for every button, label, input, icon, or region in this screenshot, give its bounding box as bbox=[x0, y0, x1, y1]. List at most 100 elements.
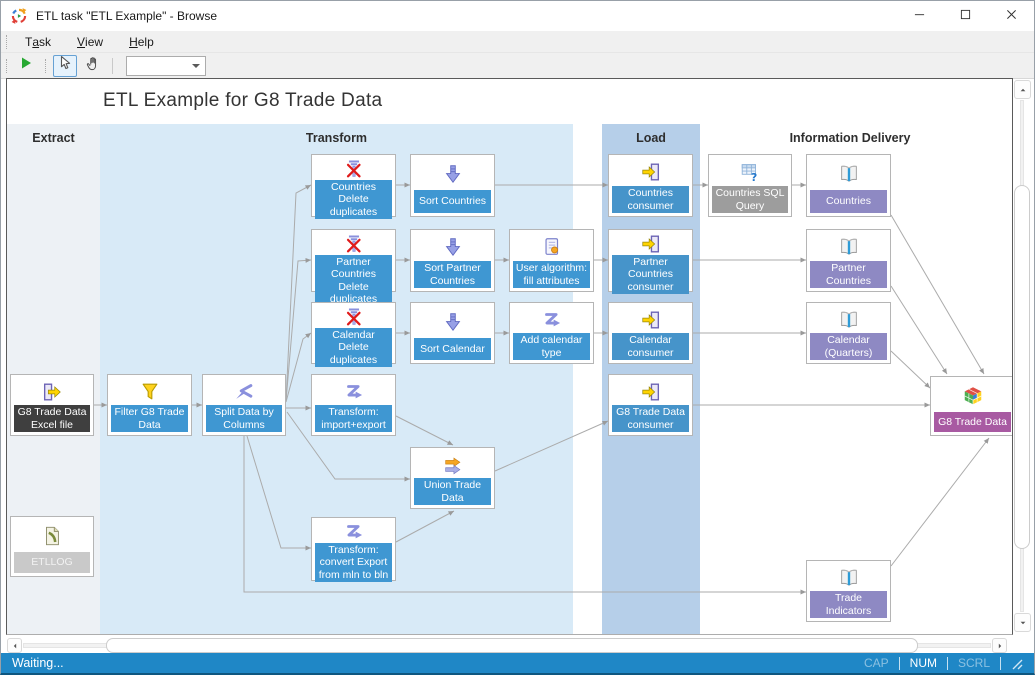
node-countries-consumer[interactable]: Countries consumer bbox=[608, 154, 693, 217]
node-g8-cube[interactable]: G8 Trade Data bbox=[930, 376, 1012, 436]
node-label: Sort Partner Countries bbox=[414, 261, 491, 288]
node-label: Calendar consumer bbox=[612, 333, 689, 360]
node-excel-file[interactable]: G8 Trade Data Excel file bbox=[10, 374, 94, 436]
door-in-icon bbox=[612, 233, 689, 255]
status-indicator-num: NUM bbox=[909, 656, 937, 670]
scroll-right-button[interactable] bbox=[992, 638, 1007, 653]
toolbar-gripper bbox=[6, 58, 7, 73]
node-label: G8 Trade Data consumer bbox=[612, 405, 689, 432]
node-user-algorithm[interactable]: User algorithm: fill attributes bbox=[509, 229, 594, 292]
node-calendar-dedup[interactable]: Calendar Delete duplicates bbox=[311, 302, 396, 368]
status-separator bbox=[946, 656, 948, 670]
node-sort-calendar[interactable]: Sort Calendar bbox=[410, 302, 495, 364]
node-add-calendar-type[interactable]: Add calendar type bbox=[509, 302, 594, 364]
node-filter[interactable]: Filter G8 Trade Data bbox=[107, 374, 192, 436]
node-partner-delivery[interactable]: Partner Countries bbox=[806, 229, 891, 292]
edge bbox=[890, 350, 931, 389]
delete-duplicates-icon bbox=[315, 306, 392, 328]
edge bbox=[890, 437, 990, 567]
node-calendar-delivery[interactable]: Calendar (Quarters) bbox=[806, 302, 891, 364]
pan-tool-button[interactable] bbox=[81, 55, 105, 77]
maximize-icon bbox=[960, 7, 971, 25]
node-countries-delivery[interactable]: Countries bbox=[806, 154, 891, 217]
node-label: Countries bbox=[810, 190, 887, 213]
close-icon bbox=[1006, 7, 1017, 25]
minimize-button[interactable] bbox=[896, 1, 942, 31]
node-label: Countries consumer bbox=[612, 186, 689, 213]
lane-header-transform: Transform bbox=[305, 131, 368, 145]
node-countries-sql-query[interactable]: ?Countries SQL Query bbox=[708, 154, 792, 217]
edge bbox=[395, 510, 455, 543]
node-g8-consumer[interactable]: G8 Trade Data consumer bbox=[608, 374, 693, 436]
cube-icon bbox=[934, 380, 1011, 412]
sort-down-icon bbox=[414, 306, 491, 338]
scroll-down-button[interactable] bbox=[1014, 613, 1031, 632]
scroll-left-icon bbox=[11, 637, 19, 655]
node-label: G8 Trade Data Excel file bbox=[14, 405, 90, 432]
node-split[interactable]: Split Data by Columns bbox=[202, 374, 286, 436]
split-arrow-icon bbox=[206, 378, 282, 405]
vertical-scroll-thumb[interactable] bbox=[1014, 185, 1030, 549]
transform-icon bbox=[513, 306, 590, 333]
edge bbox=[285, 184, 312, 402]
edge bbox=[286, 411, 410, 482]
door-in-icon bbox=[612, 306, 689, 333]
resize-grip-icon[interactable] bbox=[1009, 656, 1023, 670]
status-indicator-cap: CAP bbox=[863, 656, 889, 670]
node-label: Partner Countries consumer bbox=[612, 255, 689, 295]
horizontal-scroll-thumb[interactable] bbox=[106, 638, 918, 653]
scroll-up-button[interactable] bbox=[1014, 80, 1031, 99]
node-sort-partner[interactable]: Sort Partner Countries bbox=[410, 229, 495, 292]
horizontal-scrollbar[interactable] bbox=[6, 638, 1013, 654]
node-partner-dedup[interactable]: Partner Countries Delete duplicates bbox=[311, 229, 396, 307]
node-label: Sort Calendar bbox=[414, 338, 491, 360]
funnel-icon bbox=[111, 378, 188, 405]
select-tool-button[interactable] bbox=[53, 54, 77, 77]
run-task-button[interactable] bbox=[14, 55, 38, 77]
dropdown-arrow-icon bbox=[192, 63, 200, 68]
svg-text:?: ? bbox=[751, 171, 757, 183]
door-out-icon bbox=[14, 378, 90, 405]
toolbar-separator bbox=[112, 57, 113, 74]
edge bbox=[395, 415, 454, 446]
maximize-button[interactable] bbox=[942, 1, 988, 31]
node-countries-dedup[interactable]: Countries Delete duplicates bbox=[311, 154, 396, 220]
select-tool-icon bbox=[57, 55, 73, 76]
node-union-trade-data[interactable]: Union Trade Data bbox=[410, 447, 495, 509]
vertical-scrollbar[interactable] bbox=[1013, 79, 1032, 635]
node-transform-import-export[interactable]: Transform: import+export bbox=[311, 374, 396, 436]
node-label: ETLLOG bbox=[14, 552, 90, 573]
node-partner-consumer[interactable]: Partner Countries consumer bbox=[608, 229, 693, 295]
edge bbox=[890, 285, 948, 375]
user-algorithm-icon bbox=[513, 233, 590, 261]
status-separator bbox=[898, 656, 900, 670]
delete-duplicates-icon bbox=[315, 233, 392, 255]
book-icon bbox=[810, 233, 887, 261]
book-icon bbox=[810, 564, 887, 591]
node-etllog[interactable]: ETLLOG bbox=[10, 516, 94, 577]
node-label: Sort Countries bbox=[414, 190, 491, 213]
node-label: Calendar (Quarters) bbox=[810, 333, 887, 360]
node-trade-indicators[interactable]: Trade Indicators bbox=[806, 560, 891, 622]
scroll-left-button[interactable] bbox=[7, 638, 22, 653]
node-label: Partner Countries bbox=[810, 261, 887, 288]
scroll-down-icon bbox=[1019, 614, 1027, 632]
zoom-combobox[interactable] bbox=[126, 55, 206, 76]
close-button[interactable] bbox=[988, 1, 1034, 31]
menu-gripper bbox=[6, 34, 7, 49]
node-sort-countries[interactable]: Sort Countries bbox=[410, 154, 495, 217]
node-calendar-consumer[interactable]: Calendar consumer bbox=[608, 302, 693, 364]
pan-tool-icon bbox=[85, 55, 101, 76]
toolbar-gripper-2 bbox=[45, 58, 46, 73]
title-bar: ETL task "ETL Example" - Browse bbox=[1, 1, 1034, 31]
door-in-icon bbox=[612, 158, 689, 186]
node-transform-convert[interactable]: Transform: convert Export from mln to bl… bbox=[311, 517, 396, 583]
edge bbox=[285, 332, 312, 403]
